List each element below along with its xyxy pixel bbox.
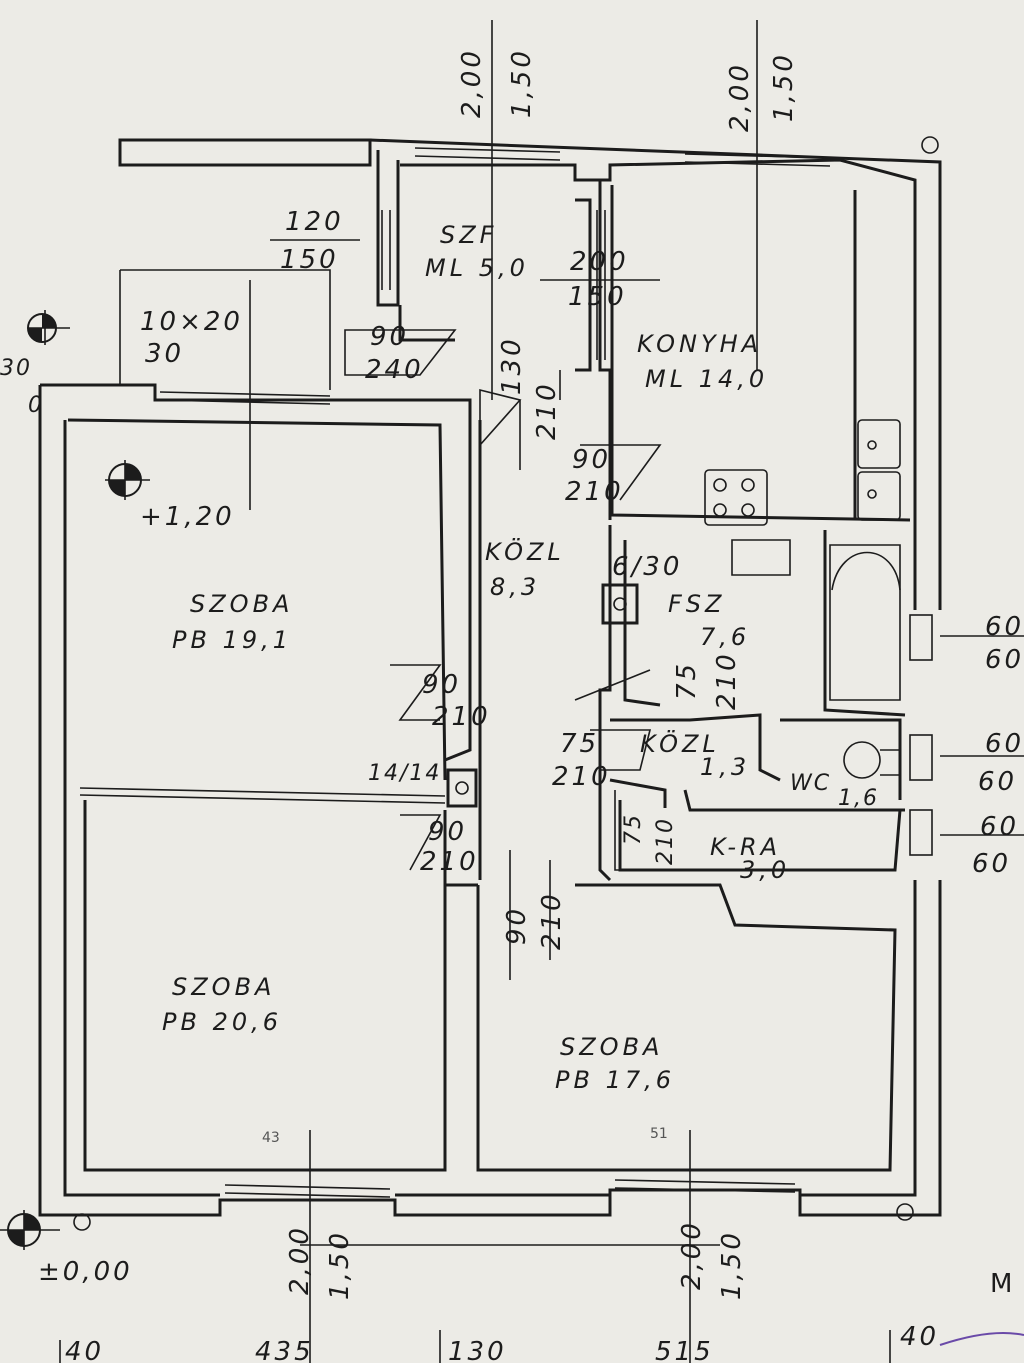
- dim-bot-right-h: 1,50: [717, 1230, 747, 1300]
- dim-d3-h: 210: [565, 477, 624, 507]
- room-szoba2-area: PB 20,6: [162, 1008, 282, 1036]
- dim-d5-w: 75: [672, 661, 702, 700]
- dim-d7-w: 90: [428, 817, 467, 847]
- room-kozl2-area: 1,3: [700, 753, 750, 781]
- left-mark-0: 0: [28, 393, 44, 418]
- dim-szf-door-h: 150: [568, 282, 627, 312]
- dim-d4-h: 210: [432, 702, 491, 732]
- dim-r1-b: 60: [985, 645, 1024, 675]
- dim-d1-w: 90: [370, 322, 409, 352]
- room-kamra-name: K-RA: [710, 833, 781, 861]
- dim-chimney: 14/14: [368, 761, 441, 786]
- bottom-dim-435: 435: [255, 1337, 314, 1363]
- room-konyha-name: KONYHA: [637, 330, 762, 358]
- windows: [159, 147, 933, 1198]
- bottom-dim-515: 515: [655, 1337, 714, 1363]
- dim-top-right-h: 1,50: [769, 52, 799, 122]
- room-szf-name: SZF: [440, 221, 497, 249]
- dim-bot-right-w: 2,00: [677, 1220, 707, 1290]
- dim-d6-w: 75: [560, 729, 599, 759]
- dim-szf-door-w: 200: [570, 247, 629, 277]
- room-szf-area: ML 5,0: [425, 254, 529, 282]
- dim-szf-h: 150: [280, 245, 339, 275]
- bottom-dim-40: 40: [65, 1337, 104, 1363]
- room-wc-area: 1,6: [838, 786, 879, 811]
- room-szoba2-name: SZOBA: [172, 973, 275, 1001]
- dim-kozl-door: 6/30: [612, 552, 682, 582]
- dim-d6-h: 210: [552, 762, 611, 792]
- dim-d2-h: 210: [532, 381, 562, 440]
- dim-r1-a: 60: [985, 612, 1024, 642]
- bottom-mark-43: 43: [262, 1130, 280, 1146]
- dim-r2-b: 60: [978, 767, 1017, 797]
- room-szoba3-name: SZOBA: [560, 1033, 663, 1061]
- room-szoba1-area: PB 19,1: [172, 626, 292, 654]
- dim-d8-h: 210: [653, 817, 678, 865]
- dim-d9-h: 210: [537, 891, 567, 950]
- cut-mark-right: M: [990, 1269, 1012, 1299]
- dim-d7-h: 210: [420, 847, 479, 877]
- dim-r2-a: 60: [985, 729, 1024, 759]
- interior-walls: [67, 180, 911, 1172]
- dim-top-left-w: 2,00: [457, 48, 487, 118]
- room-szoba1-name: SZOBA: [190, 590, 293, 618]
- level-plus: +1,20: [140, 502, 235, 532]
- bottom-dim-40-right: 40: [900, 1322, 939, 1352]
- dim-bot-left-h: 1,50: [325, 1230, 355, 1300]
- bottom-dim-130: 130: [448, 1337, 507, 1363]
- dim-d9-w: 90: [502, 906, 532, 945]
- stair-sub: 30: [145, 339, 184, 369]
- dim-bot-left-w: 2,00: [285, 1225, 315, 1295]
- room-kamra-area: 3,0: [740, 856, 790, 884]
- bottom-mark-51: 51: [650, 1126, 668, 1142]
- dim-szf-w: 120: [285, 207, 344, 237]
- dim-d8-w: 75: [621, 813, 646, 845]
- dim-d2-w: 130: [497, 336, 527, 395]
- left-mark-30: 30: [0, 356, 32, 381]
- room-kozl2-name: KÖZL: [640, 729, 720, 758]
- dim-d1-h: 240: [365, 355, 424, 385]
- room-wc-name: WC: [790, 771, 831, 796]
- room-szoba3-area: PB 17,6: [555, 1066, 675, 1094]
- dim-d5-h: 210: [712, 651, 742, 710]
- room-fsz-name: FSZ: [668, 590, 725, 618]
- room-konyha-area: ML 14,0: [645, 365, 768, 393]
- dimension-lines: [0, 20, 1024, 1363]
- dim-top-left-h: 1,50: [507, 48, 537, 118]
- room-kozl-area: 8,3: [490, 573, 540, 601]
- stair-size: 10×20: [140, 307, 243, 337]
- dim-d3-w: 90: [572, 445, 611, 475]
- room-kozl-name: KÖZL: [485, 537, 565, 566]
- dim-r3-b: 60: [972, 849, 1011, 879]
- room-fsz-area: 7,6: [700, 623, 750, 651]
- dim-r3-a: 60: [980, 812, 1019, 842]
- level-zero: ±0,00: [38, 1257, 133, 1287]
- outer-walls: [38, 138, 942, 1217]
- dim-top-right-w: 2,00: [725, 62, 755, 132]
- dim-d4-w: 90: [422, 670, 461, 700]
